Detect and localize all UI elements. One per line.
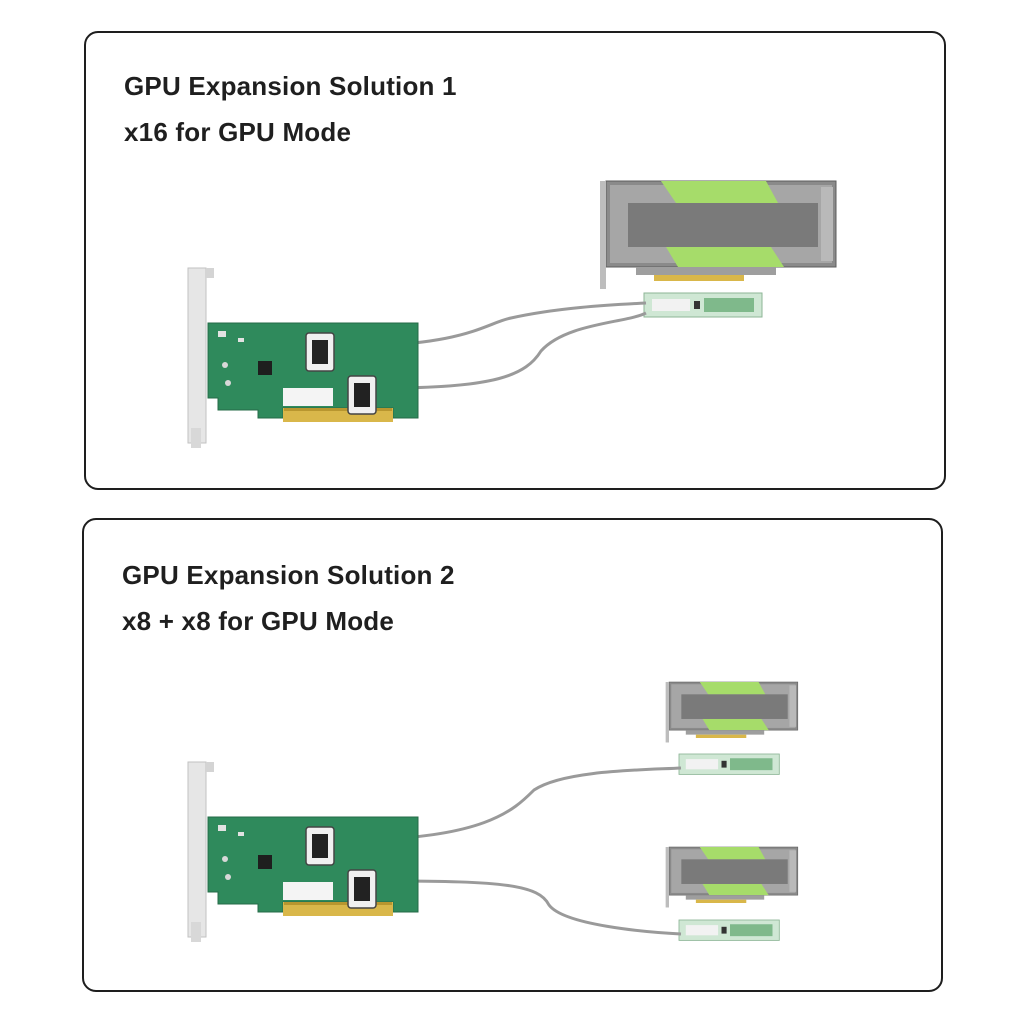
gpu-card-bottom <box>665 846 799 908</box>
gpu-card-top <box>665 681 799 743</box>
solution-1-diagram <box>187 180 837 449</box>
cable <box>385 311 647 390</box>
solution-1-mode: x16 for GPU Mode <box>124 117 352 147</box>
riser-board <box>643 292 763 318</box>
solution-1-title: GPU Expansion Solution 1 <box>124 71 457 101</box>
solution-2-diagram <box>187 681 799 943</box>
host-adapter-card <box>187 267 419 449</box>
solution-2-title: GPU Expansion Solution 2 <box>122 560 455 590</box>
solution-2-panel: GPU Expansion Solution 2 x8 + x8 for GPU… <box>82 518 943 992</box>
gpu-card <box>599 180 837 290</box>
cable <box>345 766 682 842</box>
riser-board-bottom <box>678 919 780 941</box>
cable <box>347 301 647 348</box>
host-adapter-card <box>187 761 419 943</box>
solution-1-panel: GPU Expansion Solution 1 x16 for GPU Mod… <box>84 31 946 490</box>
solution-2-mode: x8 + x8 for GPU Mode <box>122 606 395 636</box>
cable <box>385 879 682 936</box>
riser-board-top <box>678 753 780 775</box>
